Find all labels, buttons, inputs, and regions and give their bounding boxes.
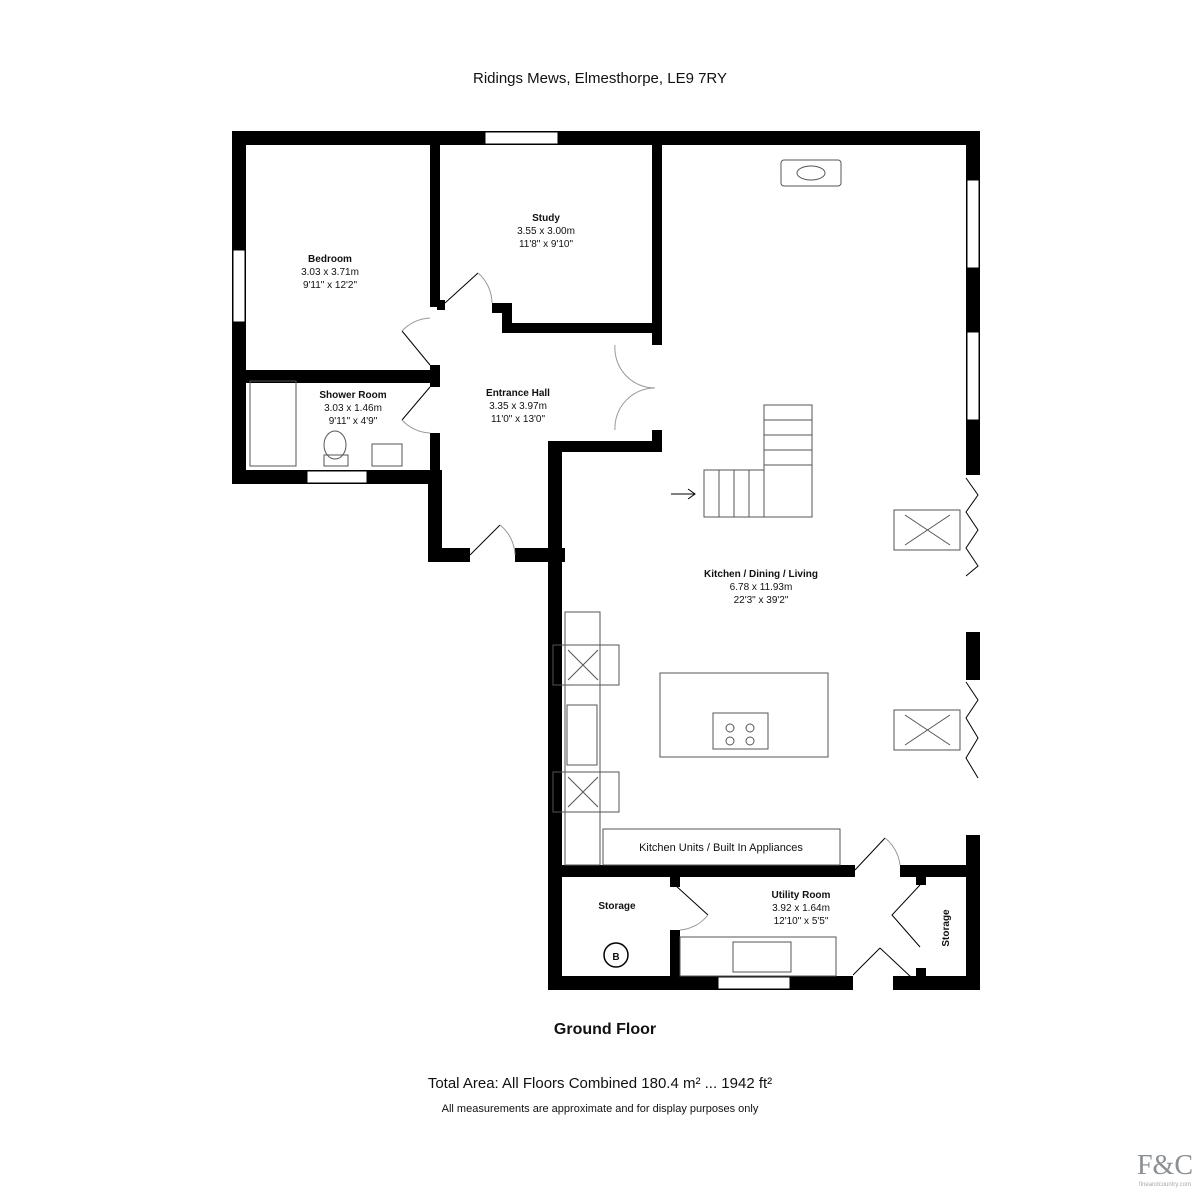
- room-size-imperial: 12'10" x 5'5": [774, 916, 829, 927]
- kitchen-units: [602, 828, 841, 866]
- room-name-bedroom: Bedroom: [308, 254, 352, 265]
- walls: [232, 131, 980, 990]
- kitchen-worktop: [564, 611, 601, 866]
- room-name-storage: Storage: [598, 901, 636, 912]
- logo-site: fineandcountry.com: [1139, 1182, 1191, 1188]
- floor-name: Ground Floor: [553, 1021, 657, 1038]
- room-size-metric: 3.03 x 1.46m: [324, 403, 382, 414]
- room-size-imperial: 9'11" x 4'9": [329, 416, 378, 427]
- room-size-imperial: 9'11" x 12'2": [303, 280, 358, 291]
- property-address: Ridings Mews, Elmesthorpe, LE9 7RY: [472, 70, 727, 87]
- room-size-imperial: 11'8" x 9'10": [519, 239, 574, 250]
- shower-tray: [249, 380, 297, 467]
- hob-icon: [712, 712, 769, 750]
- logo-mark: F&C: [1136, 1150, 1194, 1181]
- basin: [371, 443, 403, 467]
- fixtures: [249, 159, 961, 977]
- room-name-utility: Utility Room: [772, 890, 831, 901]
- windows: [232, 131, 980, 990]
- room-size-metric: 3.92 x 1.64m: [772, 903, 830, 914]
- doors: [401, 272, 979, 979]
- room-name-kitchen: Kitchen / Dining / Living: [704, 569, 818, 580]
- room-name-entrance-hall: Entrance Hall: [486, 388, 550, 399]
- agency-logo: F&C fineandcountry.com: [1132, 1150, 1198, 1188]
- boiler-icon: [603, 942, 629, 968]
- room-size-metric: 3.35 x 3.97m: [489, 401, 547, 412]
- room-name-study: Study: [532, 213, 560, 224]
- room-size-metric: 3.55 x 3.00m: [517, 226, 575, 237]
- room-name-shower-room: Shower Room: [319, 390, 386, 401]
- room-size-metric: 6.78 x 11.93m: [730, 582, 793, 593]
- boiler-label: B: [612, 952, 619, 963]
- disclaimer: All measurements are approximate and for…: [441, 1103, 759, 1115]
- utility-sink: [732, 941, 792, 973]
- kitchen-sink: [566, 704, 598, 766]
- fireplace: [780, 159, 842, 187]
- stair-arrow-icon: [671, 488, 696, 500]
- total-area: Total Area: All Floors Combined 180.4 m²…: [427, 1075, 773, 1092]
- room-size-metric: 3.03 x 3.71m: [301, 267, 359, 278]
- room-name-storage-2: Storage: [941, 909, 952, 947]
- staircase-icon: [703, 404, 813, 518]
- room-size-imperial: 11'0" x 13'0": [491, 414, 546, 425]
- toilet: [323, 430, 347, 460]
- kitchen-island: [659, 672, 829, 758]
- room-size-imperial: 22'3" x 39'2": [734, 595, 789, 606]
- kitchen-units-label: Kitchen Units / Built In Appliances: [639, 842, 803, 854]
- utility-worktop: [679, 936, 837, 977]
